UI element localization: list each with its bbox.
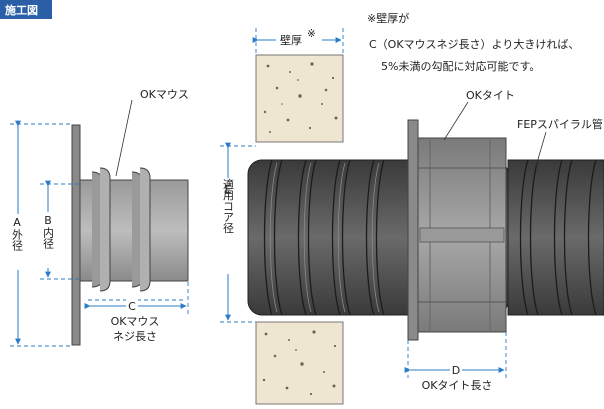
fep-pipe-label: FEPスパイラル管: [517, 117, 603, 131]
dim-c-name-1: OKマウス: [111, 315, 160, 328]
wall-thickness-label: 壁厚: [280, 33, 302, 47]
ok-tite-label: OKタイト: [466, 89, 515, 102]
wall-bottom: [255, 321, 344, 405]
ok-tite-fitting: [407, 119, 507, 341]
dim-e-letter: E: [225, 183, 232, 196]
dim-d-name: OKタイト長さ: [422, 379, 493, 392]
note-line-3: 5%未満の勾配に対応可能です。: [381, 59, 540, 73]
wall-thickness-mark: ※: [307, 28, 316, 40]
dim-d-letter: D: [452, 364, 460, 377]
dim-a-name: 外径: [11, 229, 24, 251]
dim-c-letter: C: [128, 300, 136, 313]
dim-a-letter: A: [13, 216, 21, 229]
wall-top: [255, 54, 344, 143]
dim-b-name: 内径: [42, 226, 55, 249]
dim-b-letter: B: [44, 214, 52, 227]
ok-mouth-fitting: [71, 124, 189, 346]
header-badge: 施工図: [0, 0, 52, 19]
dim-c-name-2: ネジ長さ: [113, 330, 157, 343]
leader-lines: [115, 99, 547, 177]
note-line-2: C（OKマウスネジ長さ）より大きければ、: [369, 37, 579, 51]
dim-e-name: 適用コア径: [222, 177, 235, 233]
note-line-1: ※壁厚が: [367, 11, 409, 25]
ok-mouth-label: OKマウス: [140, 88, 189, 101]
header-title: 施工図: [5, 3, 38, 17]
